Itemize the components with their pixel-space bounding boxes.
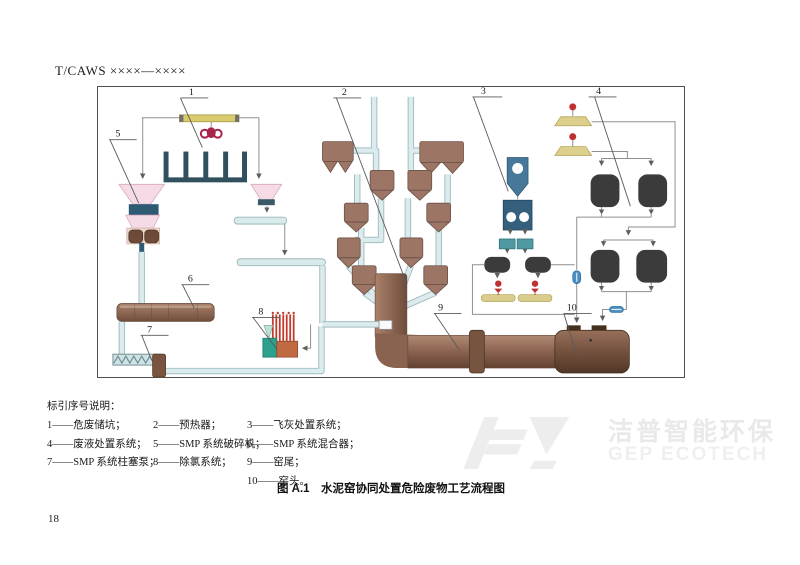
legend-item: 6——SMP 系统混合器； bbox=[247, 438, 360, 450]
liquid-storage-tanks bbox=[590, 174, 668, 283]
crane-rail bbox=[179, 114, 240, 123]
gep-logo-icon bbox=[463, 417, 570, 469]
legend: 标引序号说明： 1——危废储坑； 2——预热器； 3——飞灰处置系统； 4——废… bbox=[47, 398, 467, 488]
label-numbers: 1 2 3 4 5 6 7 8 9 10 bbox=[115, 86, 601, 335]
legend-item: 10——窑头。 bbox=[247, 475, 310, 487]
dechlorination-unit bbox=[262, 311, 299, 358]
diagram-label-2: 2 bbox=[342, 87, 347, 98]
diagram-label-6: 6 bbox=[188, 274, 193, 285]
diagram-label-8: 8 bbox=[258, 306, 263, 317]
smp-plunger-pump bbox=[112, 353, 166, 378]
waste-pit bbox=[163, 151, 247, 183]
crane-lines bbox=[139, 117, 262, 180]
label-leader-lines bbox=[108, 96, 631, 361]
figure-caption: 图 A.1 水泥窑协同处置危险废物工艺流程图 bbox=[276, 483, 506, 495]
belt-conveyor-1 bbox=[233, 216, 288, 225]
legend-title: 标引序号说明： bbox=[47, 401, 121, 412]
grab-crane-icon bbox=[199, 127, 223, 139]
dechlor-branch-lines bbox=[301, 324, 312, 351]
diagram-label-9: 9 bbox=[438, 302, 443, 313]
legend-item: 4——废液处置系统； bbox=[47, 438, 147, 450]
kiln-head bbox=[554, 325, 630, 374]
legend-item: 8——除氯系统； bbox=[153, 457, 232, 468]
preheater-right-tower bbox=[399, 141, 464, 296]
legend-item: 7——SMP 系统柱塞泵； bbox=[47, 457, 160, 468]
smp-mixer bbox=[116, 303, 215, 322]
kiln-tyre-ring bbox=[469, 329, 485, 374]
legend-item: 9——窑尾； bbox=[247, 457, 305, 468]
legend-item: 5——SMP 系统破碎机； bbox=[153, 438, 266, 450]
fly-ash-system bbox=[481, 157, 553, 302]
legend-item: 2——预热器； bbox=[153, 420, 222, 431]
watermark: 洁普智能环保 GEP ECOTECH bbox=[446, 415, 776, 469]
transfer-pumps bbox=[572, 270, 624, 313]
legend-item: 3——飞灰处置系统； bbox=[247, 420, 347, 431]
legend-item: 1——危废储坑； bbox=[47, 420, 126, 431]
liquid-system-lines bbox=[471, 121, 676, 324]
conveyor-lines bbox=[264, 206, 288, 256]
smp-crusher bbox=[118, 183, 166, 245]
standard-number: T/CAWS ××××—×××× bbox=[55, 63, 186, 78]
diagram-label-3: 3 bbox=[481, 87, 486, 97]
watermark-cn-text: 洁普智能环保 bbox=[608, 417, 777, 446]
diagram-label-4: 4 bbox=[596, 87, 601, 97]
feed-funnel bbox=[250, 183, 283, 206]
watermark-en-text: GEP ECOTECH bbox=[608, 444, 768, 466]
diagram-label-5: 5 bbox=[115, 129, 120, 140]
diagram-label-7: 7 bbox=[147, 324, 152, 335]
legend-grid: 1——危废储坑； 2——预热器； 3——飞灰处置系统； 4——废液处置系统； 5… bbox=[47, 417, 467, 488]
page-number: 18 bbox=[48, 513, 59, 525]
diagram-label-10: 10 bbox=[567, 302, 577, 313]
injection-nozzle bbox=[378, 319, 393, 330]
preheater-left-tower bbox=[322, 141, 395, 296]
diagram-label-1: 1 bbox=[189, 87, 194, 98]
liquid-unloading-stations bbox=[554, 103, 593, 156]
process-flow-diagram: 1 2 3 4 5 6 7 8 9 10 bbox=[108, 86, 676, 378]
belt-conveyor-2 bbox=[236, 258, 326, 267]
diagram-frame: 1 2 3 4 5 6 7 8 9 10 bbox=[97, 86, 685, 378]
